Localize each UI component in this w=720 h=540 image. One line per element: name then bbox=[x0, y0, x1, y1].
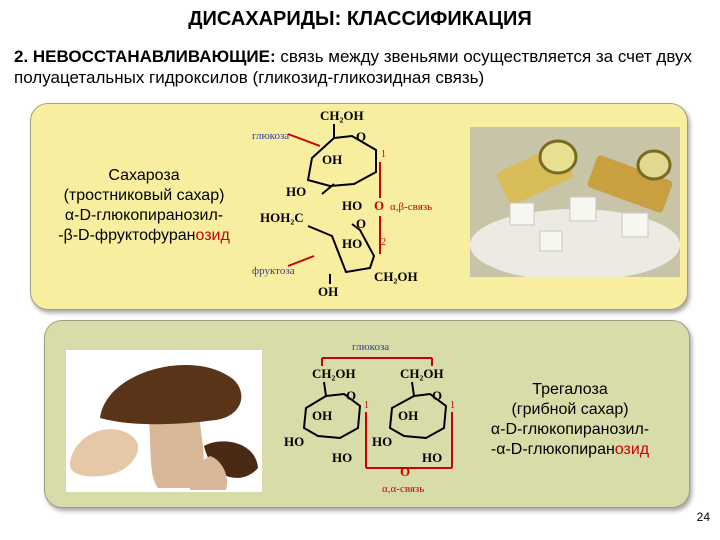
trehalose-systematic-2-main: -α-D-глюкопиран bbox=[490, 441, 615, 458]
page-title: ДИСАХАРИДЫ: КЛАССИФИКАЦИЯ bbox=[188, 8, 532, 30]
trehalose-formula: глюкоза CH₂OH CH₂OH O O OH OH HO HO HO H… bbox=[284, 341, 455, 495]
formula-text: 1 bbox=[381, 149, 386, 160]
trehalose-common-name: (грибной сахар) bbox=[511, 401, 629, 418]
subtitle-rest: связь между звеньями осуществляется за с… bbox=[14, 47, 692, 87]
trehalose-rings bbox=[302, 381, 448, 440]
formula-text: CH₂OH bbox=[374, 269, 418, 284]
formula-text: OH bbox=[312, 408, 332, 423]
sucrose-suffix: озид bbox=[195, 227, 230, 244]
trehalose-systematic-1: α-D-глюкопиранозил- bbox=[490, 421, 650, 438]
trehalose-systematic-2: -α-D-глюкопиранозид bbox=[470, 440, 670, 460]
sucrose-link bbox=[287, 133, 381, 267]
formula-text: HO bbox=[286, 184, 306, 199]
formula-text: HOH₂C bbox=[260, 210, 304, 225]
fructose-label: фруктоза bbox=[252, 265, 295, 277]
trehalose-link bbox=[321, 357, 453, 469]
sucrose-formula: CH₂OH глюкоза O OH HO HO O α,β-связь 1 2… bbox=[252, 108, 432, 299]
sugar-cane-photo bbox=[470, 127, 680, 277]
sucrose-description: Сахароза (тростниковый сахар) α-D-глюкоп… bbox=[44, 166, 244, 246]
formula-text: CH₂OH bbox=[400, 366, 444, 381]
formula-text: OH bbox=[322, 152, 342, 167]
sucrose-name: Сахароза bbox=[108, 167, 180, 184]
page-number: 24 bbox=[696, 510, 710, 524]
trehalose-description: Трегалоза (грибной сахар) α-D-глюкопиран… bbox=[470, 380, 670, 460]
formula-text: HO bbox=[342, 236, 362, 251]
bond-label: α,α-связь bbox=[382, 483, 424, 495]
sucrose-bonds bbox=[306, 124, 377, 284]
formula-text: HO bbox=[332, 450, 352, 465]
sucrose-systematic-2: -β-D-фруктофуранозид bbox=[44, 226, 244, 246]
formula-text: O bbox=[356, 129, 366, 144]
formula-text: CH₂OH bbox=[320, 108, 364, 123]
formula-text: 2 bbox=[381, 237, 386, 248]
formula-text: 1 bbox=[364, 400, 369, 411]
formula-text: O bbox=[400, 464, 410, 479]
sucrose-systematic-1: α-D-глюкопиранозил- bbox=[64, 207, 224, 224]
glucose-label: глюкоза bbox=[252, 130, 289, 142]
formula-text: O bbox=[346, 388, 356, 403]
formula-text: O bbox=[356, 216, 366, 231]
mushroom-photo bbox=[66, 350, 262, 492]
subtitle-bold: 2. НЕВОССТАНАВЛИВАЮЩИЕ: bbox=[14, 47, 276, 66]
bond-label: α,β-связь bbox=[390, 201, 432, 213]
formula-text: HO bbox=[422, 450, 442, 465]
formula-text: OH bbox=[398, 408, 418, 423]
trehalose-name: Трегалоза bbox=[532, 381, 608, 398]
formula-text: O bbox=[374, 198, 384, 213]
sucrose-systematic-2-main: -β-D-фруктофуран bbox=[58, 227, 196, 244]
formula-text: HO bbox=[342, 198, 362, 213]
formula-text: 1 bbox=[450, 400, 455, 411]
glucose-label: глюкоза bbox=[352, 341, 389, 353]
formula-text: OH bbox=[318, 284, 338, 299]
subtitle: 2. НЕВОССТАНАВЛИВАЮЩИЕ: связь между звен… bbox=[14, 46, 714, 88]
formula-text: CH₂OH bbox=[312, 366, 356, 381]
formula-text: O bbox=[432, 388, 442, 403]
sucrose-common-name: (тростниковый сахар) bbox=[63, 187, 225, 204]
formula-text: HO bbox=[372, 434, 392, 449]
formula-text: HO bbox=[284, 434, 304, 449]
trehalose-suffix: озид bbox=[614, 441, 650, 458]
